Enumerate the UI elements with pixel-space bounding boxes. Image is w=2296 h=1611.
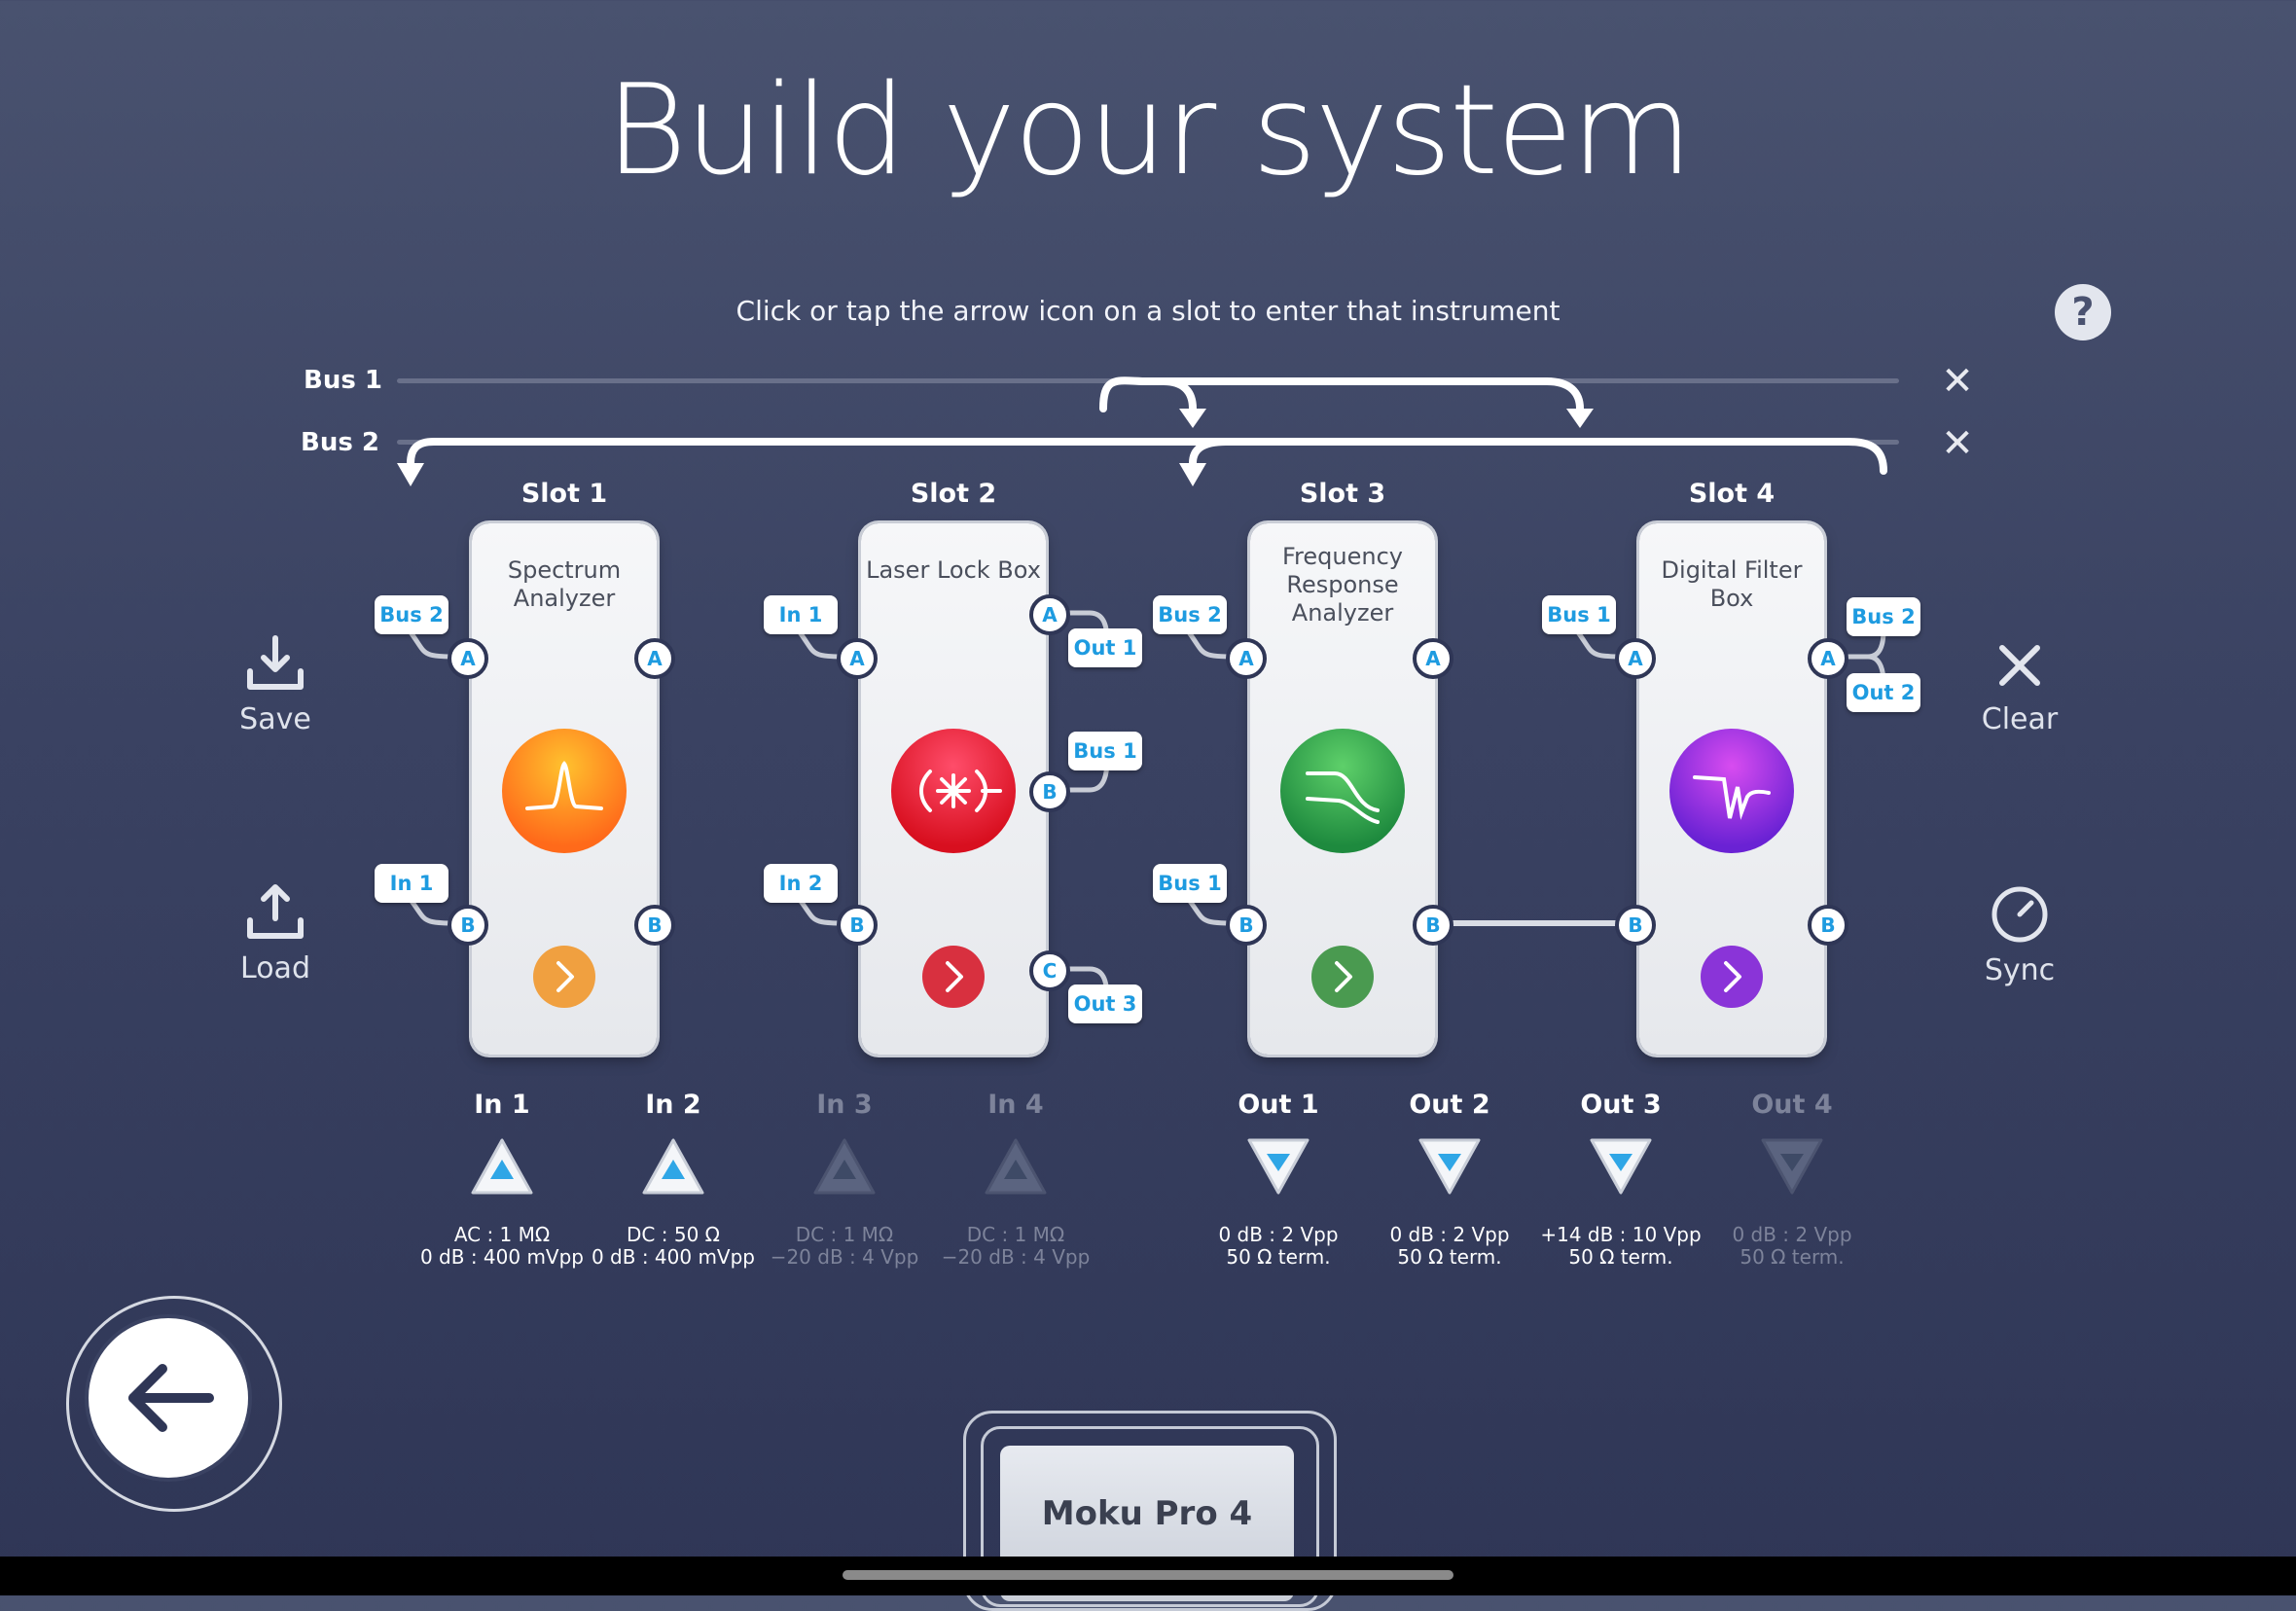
input-2-label: In 2 <box>645 1090 701 1120</box>
load-button[interactable]: Load <box>207 881 343 985</box>
sync-label: Sync <box>1984 953 2056 987</box>
bus-2-clear-button[interactable]: ✕ <box>1941 421 1974 466</box>
slot-2-enter-button[interactable] <box>922 946 985 1008</box>
chevron-right-icon <box>556 961 574 992</box>
slot-2-output-a-port[interactable]: A <box>1029 594 1070 635</box>
slot-1-output-b-port[interactable]: B <box>634 905 675 946</box>
slot-4-enter-button[interactable] <box>1701 946 1763 1008</box>
slot-4-output-a-port[interactable]: A <box>1808 638 1848 679</box>
slot-3-input-a-source-tag[interactable]: Bus 2 <box>1153 595 1227 634</box>
input-1-label: In 1 <box>474 1090 530 1120</box>
laser-lock-box-icon <box>891 729 1016 853</box>
bus-2-route-slot1 <box>407 438 1887 475</box>
slot-4-output-a-dest-tag-1[interactable]: Bus 2 <box>1847 597 1920 636</box>
gauge-icon <box>1991 886 2048 943</box>
slot-2-instrument-name: Laser Lock Box <box>866 556 1041 584</box>
slot-1-input-b-port[interactable]: B <box>448 905 488 946</box>
slot-2-output-b-dest-tag[interactable]: Bus 1 <box>1068 732 1142 770</box>
spectrum-analyzer-icon <box>502 729 627 853</box>
output-2-label: Out 2 <box>1409 1090 1490 1120</box>
slot-3-instrument-name: Frequency Response Analyzer <box>1282 543 1403 626</box>
slot-4-input-a-source-tag[interactable]: Bus 1 <box>1542 595 1616 634</box>
input-4-label: In 4 <box>987 1090 1044 1120</box>
output-1-label: Out 1 <box>1238 1090 1319 1120</box>
chevron-right-icon <box>946 961 963 992</box>
slot-3-input-a-port[interactable]: A <box>1226 638 1267 679</box>
clear-button[interactable]: Clear <box>1952 636 2088 736</box>
slot-4-output-b-port[interactable]: B <box>1808 905 1848 946</box>
back-button[interactable] <box>66 1296 282 1512</box>
input-4-settings: DC : 1 MΩ−20 dB : 4 Vpp <box>941 1223 1091 1269</box>
slot-3-enter-button[interactable] <box>1311 946 1374 1008</box>
slot-2-input-a-port[interactable]: A <box>837 638 878 679</box>
bus-2-route-slot3 <box>1189 438 1230 467</box>
instruction-text: Click or tap the arrow icon on a slot to… <box>735 295 1561 327</box>
close-icon <box>1999 645 2040 686</box>
chevron-right-icon <box>1335 961 1352 992</box>
download-icon <box>247 635 304 690</box>
slot-1-output-a-port[interactable]: A <box>634 638 675 679</box>
upload-icon <box>247 884 304 939</box>
slot-1-input-a-source-tag[interactable]: Bus 2 <box>375 595 448 634</box>
frequency-response-analyzer-icon <box>1280 729 1405 853</box>
clear-label: Clear <box>1981 702 2059 736</box>
slot-2-output-b-port[interactable]: B <box>1029 771 1070 812</box>
slot-2-output-c-port[interactable]: C <box>1029 950 1070 991</box>
save-label: Save <box>239 702 311 736</box>
device-name: Moku Pro 4 <box>1041 1494 1253 1533</box>
bus-1-clear-button[interactable]: ✕ <box>1941 359 1974 404</box>
slot-3-output-b-port[interactable]: B <box>1413 905 1453 946</box>
bus-1-label: Bus 1 <box>304 366 382 395</box>
slot-3-input-b-source-tag[interactable]: Bus 1 <box>1153 864 1227 903</box>
slot-4-input-a-port[interactable]: A <box>1615 638 1656 679</box>
slot-2-output-c-dest-tag[interactable]: Out 3 <box>1068 984 1142 1023</box>
slot-2-label: Slot 2 <box>910 479 997 509</box>
input-3-label: In 3 <box>816 1090 873 1120</box>
slot-1-instrument-name: Spectrum Analyzer <box>507 556 622 612</box>
slot-3-label: Slot 3 <box>1299 479 1386 509</box>
slot-2-input-b-port[interactable]: B <box>837 905 878 946</box>
slot-2-input-a-source-tag[interactable]: In 1 <box>764 595 838 634</box>
sync-button[interactable]: Sync <box>1952 883 2088 987</box>
slot-1-label: Slot 1 <box>520 479 608 509</box>
help-button[interactable]: ? <box>2055 284 2111 340</box>
home-indicator[interactable] <box>843 1570 1453 1580</box>
bus-1-route-slot4 <box>1144 377 1584 412</box>
arrow-left-icon <box>128 1364 214 1432</box>
chevron-right-icon <box>1724 961 1741 992</box>
output-4-label: Out 4 <box>1751 1090 1833 1120</box>
slot-4-instrument-name: Digital Filter Box <box>1661 556 1803 612</box>
bus-2-label: Bus 2 <box>301 428 379 457</box>
save-button[interactable]: Save <box>207 632 343 736</box>
slot-2-output-a-dest-tag[interactable]: Out 1 <box>1068 628 1142 667</box>
digital-filter-box-icon <box>1669 729 1794 853</box>
slot-4-input-b-port[interactable]: B <box>1615 905 1656 946</box>
load-label: Load <box>240 951 310 985</box>
slot-3-output-a-port[interactable]: A <box>1413 638 1453 679</box>
slot-4-output-a-dest-tag-2[interactable]: Out 2 <box>1847 673 1920 712</box>
output-3-label: Out 3 <box>1580 1090 1662 1120</box>
slot-1-input-a-port[interactable]: A <box>448 638 488 679</box>
input-3-settings: DC : 1 MΩ−20 dB : 4 Vpp <box>770 1223 919 1269</box>
slot-3-input-b-port[interactable]: B <box>1226 905 1267 946</box>
slot-4-label: Slot 4 <box>1688 479 1776 509</box>
slot-2-input-b-source-tag[interactable]: In 2 <box>764 864 838 903</box>
page-title: Build your system <box>605 58 1692 203</box>
slot-1-input-b-source-tag[interactable]: In 1 <box>375 864 448 903</box>
slot-1-enter-button[interactable] <box>533 946 595 1008</box>
